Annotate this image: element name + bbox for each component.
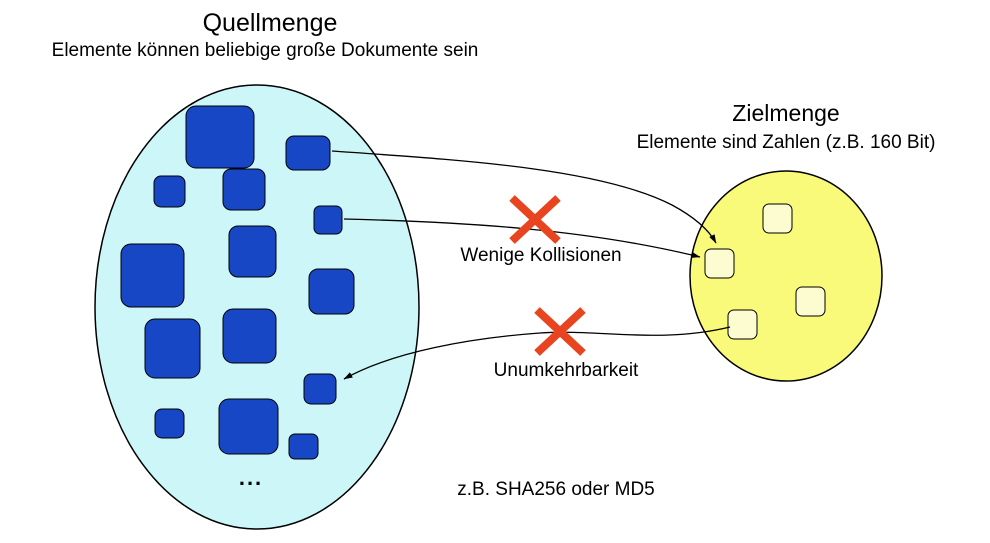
source-element — [153, 175, 186, 208]
source-element — [288, 433, 319, 460]
source-element — [285, 135, 331, 171]
target-element — [762, 203, 793, 234]
cross-line — [534, 307, 586, 356]
target-set-title: Zielmenge — [732, 100, 840, 126]
source-element — [144, 318, 201, 379]
collision-cross-icon — [509, 195, 561, 244]
target-element — [795, 286, 826, 317]
source-element — [222, 308, 277, 364]
target-element — [727, 309, 758, 340]
irreversibility-cross-icon — [534, 307, 586, 356]
source-element — [228, 225, 277, 278]
source-set-subtitle: Elemente können beliebige große Dokument… — [51, 40, 479, 61]
source-element — [303, 373, 337, 405]
collisions-label: Wenige Kollisionen — [460, 245, 622, 266]
example-algorithms-label: z.B. SHA256 oder MD5 — [457, 479, 655, 500]
irreversibility-label: Unumkehrbarkeit — [493, 360, 639, 381]
source-element — [313, 205, 343, 235]
source-element — [308, 268, 355, 315]
source-set-title: Quellmenge — [202, 9, 338, 37]
target-element — [704, 248, 735, 279]
cross-line — [509, 195, 561, 244]
target-set-subtitle: Elemente sind Zahlen (z.B. 160 Bit) — [636, 132, 936, 153]
hash-mapping-arrow — [331, 150, 717, 244]
source-element — [218, 398, 279, 455]
inverse-mapping-arrow — [343, 326, 731, 380]
source-set-ellipsis: ... — [238, 465, 264, 490]
source-element — [185, 105, 255, 169]
source-element — [120, 243, 185, 308]
source-element — [222, 168, 266, 211]
source-element — [154, 408, 185, 439]
